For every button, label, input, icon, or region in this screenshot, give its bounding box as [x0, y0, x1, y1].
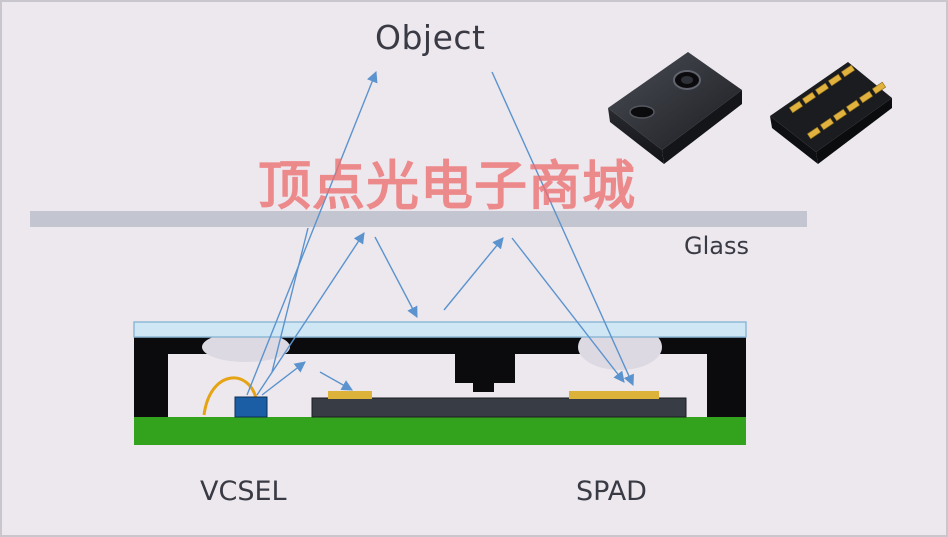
ray-emit-to-glass-2: [271, 227, 309, 373]
ray-glass-down: [374, 236, 418, 318]
pcb-board: [134, 417, 746, 445]
ray-emit-to-reference: [261, 361, 306, 396]
vcsel-label: VCSEL: [200, 476, 287, 507]
sensor-housing: [134, 334, 746, 417]
vcsel-chip: [234, 396, 268, 418]
ray-object-to-spad: [491, 71, 634, 387]
sensor-die: [311, 397, 687, 418]
object-label: Object: [375, 18, 486, 57]
ray-glass-to-spad: [511, 237, 625, 383]
cover-glass: [133, 321, 747, 338]
sensor-package-top-photo: [608, 52, 742, 164]
glass-label: Glass: [684, 232, 749, 260]
spad-array-pad: [569, 391, 659, 399]
ray-to-reference-pad: [319, 371, 353, 391]
ray-emit-to-object: [246, 70, 378, 396]
sensor-package-bottom-photo: [770, 62, 892, 164]
watermark-text: 顶点光电子商城: [258, 156, 636, 217]
ray-cover-up: [443, 237, 504, 311]
spad-label: SPAD: [576, 476, 647, 507]
ray-emit-to-glass: [256, 232, 365, 396]
emitter-lens-blob: [202, 332, 290, 362]
reference-spad-pad: [328, 391, 372, 399]
glass-bar: [30, 211, 807, 227]
bond-wire: [202, 376, 258, 416]
